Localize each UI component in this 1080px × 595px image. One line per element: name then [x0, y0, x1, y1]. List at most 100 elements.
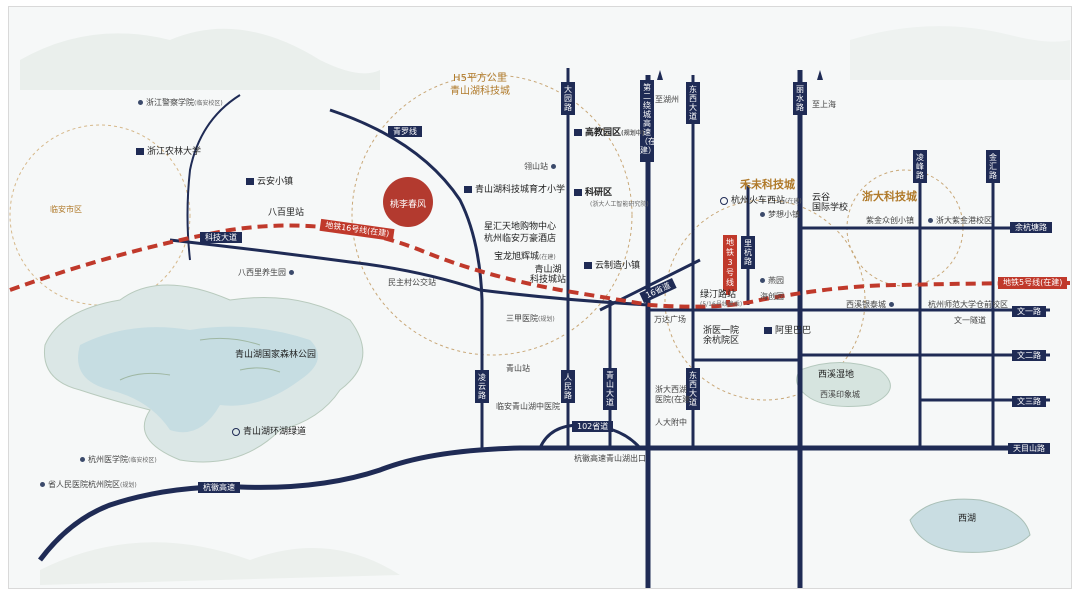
place-shanshan: 翎山站 — [524, 162, 559, 172]
road-dongxi-sign: 东西大道 — [686, 82, 700, 124]
place-haichuang: 海创园 — [760, 292, 784, 301]
road-lingfeng-sign: 凌峰路 — [913, 150, 927, 183]
place-xixi-park: 西溪印象城 — [820, 390, 860, 399]
building-icon — [584, 262, 592, 269]
place-xixi-wet: 西溪湿地 — [818, 370, 855, 380]
mountain-top-right — [850, 26, 1070, 80]
road-hanghuang-sign: 杭徽高速 — [198, 482, 240, 493]
note-north: 至湖州 — [655, 95, 679, 104]
place-baxi: 八西里养生园 — [238, 268, 297, 278]
place-hz-west: 杭州火车西站(在建) — [720, 196, 802, 207]
project-badge[interactable]: 桃李春风 — [383, 177, 433, 227]
place-wanda: 杭州临安万豪酒店 — [484, 234, 557, 244]
place-dot-icon — [40, 482, 45, 487]
place-kejiqu: 科研区 — [574, 188, 612, 198]
west-lake — [909, 498, 1031, 553]
building-icon — [246, 178, 254, 185]
bike-icon — [232, 427, 240, 436]
place-zj-police: 浙江警察学院(临安校区) — [138, 98, 223, 109]
region-zheda-city: 浙大科技城 — [862, 190, 917, 203]
road-wenyi-sign: 文一路 — [1012, 306, 1046, 317]
place-wanda-plaza: 万达广场 — [654, 315, 686, 324]
place-dot-icon — [288, 270, 294, 275]
place-qshu-station: 青山湖 科技城站 — [530, 265, 567, 285]
road-wener-sign: 文二路 — [1012, 350, 1046, 361]
place-linan-tcm: 临安青山湖中医院 — [496, 402, 560, 411]
place-baolong: 宝龙旭辉城(在建) — [494, 252, 556, 262]
train-icon — [720, 196, 728, 205]
school-icon — [464, 186, 472, 193]
place-yanyuan: 燕园 — [760, 276, 784, 286]
place-babaili: 八百里站 — [268, 208, 305, 218]
place-sanli: 三甲医院(规划) — [506, 314, 555, 323]
place-mengxiang: 梦想小镇 — [760, 210, 800, 220]
school-icon — [136, 148, 144, 155]
road-qingluo-sign: 青罗线 — [388, 126, 422, 137]
road-keji-sign: 科技大道 — [200, 232, 242, 243]
road-qingshan-sign: 青山大道 — [603, 368, 617, 410]
region-keji-city: H5平方公里 青山湖科技城 — [450, 73, 510, 97]
road-liyuan-sign: 里杭路 — [741, 236, 755, 269]
place-kejiqu-sub: (浙大人工智能研究院) — [590, 201, 649, 208]
road-second-ring-sign: 第二绕城高速（在建） — [640, 80, 654, 162]
note-shanghai: 至上海 — [812, 100, 836, 109]
place-gaojiao: 高教园区(规划中) — [574, 128, 645, 139]
keji-city-circle — [351, 74, 633, 356]
road-dalu-sign: 大园路 — [561, 82, 575, 115]
place-minzhu: 民主村公交站 — [388, 278, 436, 287]
place-luting: 绿汀路站 — [700, 290, 737, 300]
place-hz-med: 杭州医学院(临安校区) — [80, 455, 157, 466]
linan-circle — [9, 124, 191, 306]
metro-line — [9, 223, 1071, 309]
place-prov-hosp: 省人民医院杭州院区(规划) — [40, 480, 137, 491]
place-xiyi: 浙医一院 余杭院区 — [703, 326, 740, 346]
road-tianmushan-sign: 天目山路 — [1008, 443, 1050, 454]
place-xixi-city: 西溪银泰城 — [846, 300, 897, 310]
place-hz-normal: 杭州师范大学仓前校区 — [928, 300, 1008, 309]
place-luting-sub: (5/16号线换乘) — [700, 301, 743, 308]
region-hemu-city: 禾未科技城 — [740, 178, 795, 191]
place-zj-xx: 浙大紫金港校区 — [928, 216, 992, 226]
project-name: 桃李春风 — [389, 200, 426, 210]
place-park: 青山湖国家森林公园 — [235, 350, 317, 360]
building-icon — [764, 327, 772, 334]
school-icon — [574, 129, 582, 136]
place-yunzhi: 云制造小镇 — [584, 261, 640, 271]
mountain-top-left — [20, 28, 380, 90]
region-linan: 临安市区 — [50, 205, 82, 214]
place-xingkong: 星汇天地购物中心 — [484, 222, 557, 232]
hemu-city-circle — [664, 199, 866, 401]
place-kjc-school: 青山湖科技城育才小学 — [464, 185, 565, 195]
place-zijin: 紫金众创小镇 — [866, 216, 914, 225]
road-g102-sign: 102省道 — [572, 421, 614, 432]
qingshan-lake-water — [78, 326, 318, 433]
road-jinhui-sign: 金汇路 — [986, 150, 1000, 183]
place-dot-icon — [138, 100, 143, 105]
place-yungu: 云谷 国际学校 — [812, 193, 849, 213]
road-yuhang-sign: 余杭塘路 — [1010, 222, 1052, 233]
place-renda: 人大附中 — [655, 418, 687, 427]
place-greenway: 青山湖环湖绿道 — [232, 427, 306, 437]
place-dot-icon — [760, 212, 765, 217]
road-wensan-sign: 文三路 — [1012, 396, 1046, 407]
place-dot-icon — [928, 218, 933, 223]
place-qingshan-st: 青山站 — [506, 364, 530, 373]
place-dot-icon — [760, 278, 765, 283]
hang-huang-highway — [38, 445, 1050, 562]
mountain-bottom-left — [40, 542, 400, 585]
place-dot-icon — [888, 302, 894, 307]
road-renmin-sign: 人民路 — [561, 370, 575, 403]
road-lingyun-sign: 凌云路 — [475, 370, 489, 403]
place-zheda-hosp: 浙大西湖 医院(在建) — [655, 385, 694, 404]
place-alibaba: 阿里巴巴 — [764, 326, 811, 336]
place-dot-icon — [80, 457, 85, 462]
place-wenyi-tunnel: 文一隧道 — [954, 316, 986, 325]
place-exit: 杭徽高速青山湖出口 — [574, 454, 646, 463]
road-lishui-sign: 丽水路 — [793, 82, 807, 115]
metro-red-label: 地铁3号线 — [723, 235, 737, 291]
place-xihu: 西湖 — [958, 514, 977, 524]
place-yunan: 云安小镇 — [246, 177, 293, 187]
place-zj-agri: 浙江农林大学 — [136, 147, 201, 157]
